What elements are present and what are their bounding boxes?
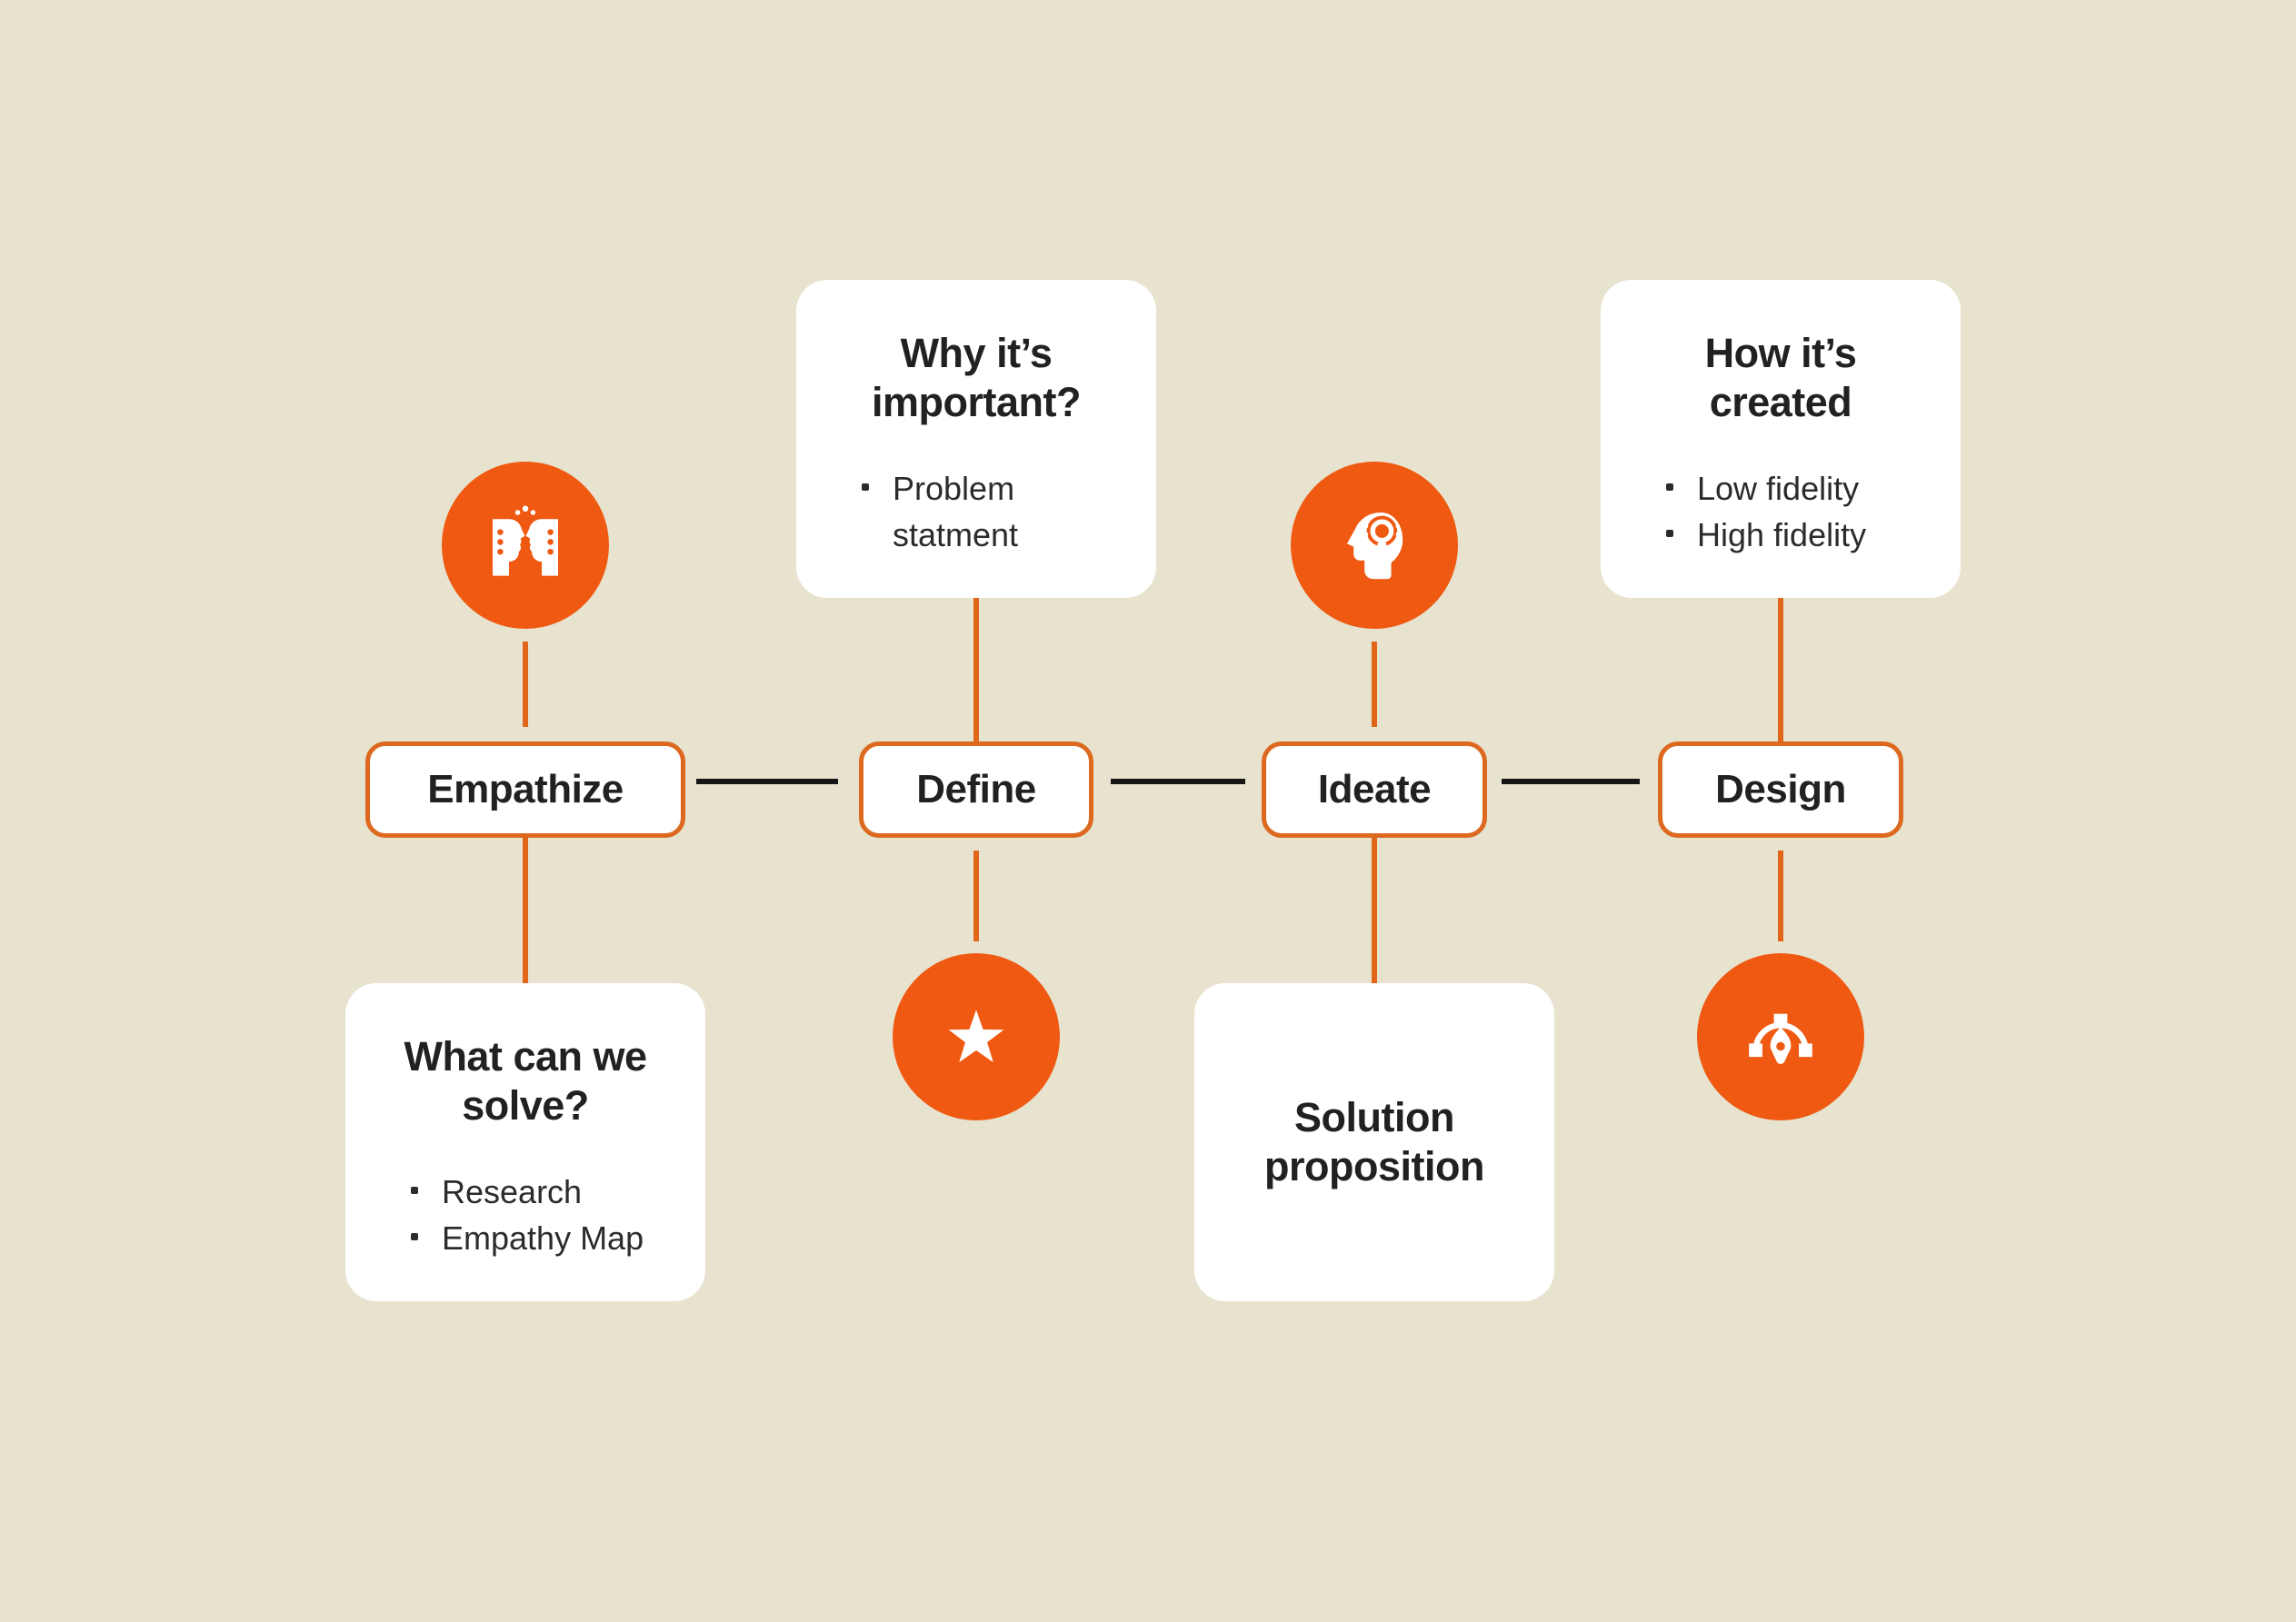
bullet-item: High fidelity: [1666, 512, 1928, 558]
bullet-list: Low fidelity High fidelity: [1633, 465, 1928, 558]
connector-ideate-design: [1502, 779, 1640, 784]
stage-node-ideate: Ideate: [1262, 741, 1487, 838]
bullet-dot: [1666, 530, 1673, 538]
bullet-dot: [411, 1233, 418, 1241]
connector-ideate-top: [1372, 642, 1377, 727]
card-title: How it’s created: [1704, 330, 1857, 425]
bullet-list: Problem statment: [829, 465, 1123, 558]
bullet-text: Problem statment: [893, 470, 1019, 554]
connector-define-top: [973, 598, 979, 741]
card-title: Solution proposition: [1264, 1094, 1484, 1189]
ideate-icon-circle: [1291, 462, 1458, 629]
bullet-text: High fidelity: [1697, 516, 1867, 554]
card-what-solve: What can we solve? Research Empathy Map: [345, 983, 705, 1301]
design-icon-circle: [1697, 953, 1864, 1120]
card-title: What can we solve?: [404, 1033, 647, 1129]
stage-node-define: Define: [859, 741, 1093, 838]
bullet-text: Empathy Map: [442, 1219, 644, 1258]
stage-node-design: Design: [1658, 741, 1903, 838]
card-why-important: Why it’s important? Problem statment: [796, 280, 1156, 598]
connector-design-bottom: [1778, 851, 1783, 941]
bullet-item: Problem statment: [862, 465, 1123, 558]
card-solution-proposition: Solution proposition: [1194, 983, 1554, 1301]
connector-empathize-bottom: [523, 838, 528, 983]
bullet-dot: [862, 483, 869, 491]
connector-empathize-top: [523, 642, 528, 727]
bullet-dot: [1666, 483, 1673, 491]
card-how-created: How it’s created Low fidelity High fidel…: [1601, 280, 1961, 598]
bullet-text: Research: [442, 1173, 583, 1210]
bullet-dot: [411, 1187, 418, 1194]
empathy-heads-icon: [482, 502, 569, 589]
bullet-list: Research Empathy Map: [378, 1169, 673, 1261]
bullet-item: Empathy Map: [411, 1215, 673, 1261]
bullet-item: Low fidelity: [1666, 465, 1928, 512]
bullet-item: Research: [411, 1169, 673, 1215]
empathize-icon-circle: [442, 462, 609, 629]
bullet-text: Low fidelity: [1697, 470, 1860, 507]
idea-head-icon: [1331, 502, 1418, 589]
pen-tool-icon: [1746, 1006, 1815, 1068]
connector-design-top: [1778, 598, 1783, 741]
define-icon-circle: [893, 953, 1060, 1120]
connector-empathize-define: [696, 779, 838, 784]
connector-ideate-bottom: [1372, 838, 1377, 983]
connector-define-bottom: [973, 851, 979, 941]
star-icon: [945, 1008, 1007, 1066]
stage-node-empathize: Empathize: [365, 741, 685, 838]
connector-define-ideate: [1111, 779, 1245, 784]
card-title: Why it’s important?: [872, 330, 1081, 425]
